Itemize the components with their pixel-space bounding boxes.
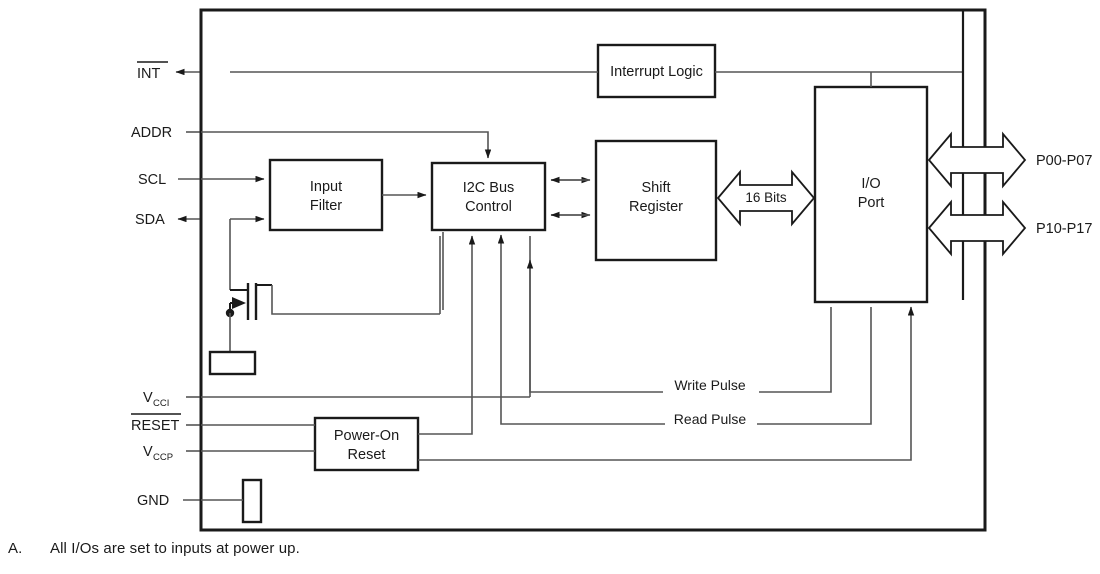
block-input-filter-label-line1: Input <box>310 179 342 195</box>
pin-int: INT <box>137 61 168 82</box>
label-read-pulse-backing <box>665 410 757 428</box>
block-power-on-reset-label-line2: Reset <box>348 447 386 463</box>
block-io-port-label-line2: Port <box>858 195 885 211</box>
port-arrow-p00-p07: P00-P07 <box>927 131 1092 189</box>
pin-int-label: INT <box>137 66 161 82</box>
block-shift-register-label-line2: Register <box>629 199 683 215</box>
wire-addr-to-i2c <box>201 131 492 159</box>
label-read-pulse-top: Read Pulse <box>674 411 747 427</box>
block-interrupt-logic-box <box>596 43 717 99</box>
port-arrow-p10-p17: P10-P17 <box>927 199 1092 257</box>
block-input-filter-box <box>268 158 384 232</box>
resistor-box-gnd <box>241 478 263 524</box>
wire-por-out-lower <box>418 306 915 461</box>
pin-vcci-subscript: CCI <box>153 398 169 409</box>
transistor-symbol <box>225 236 441 352</box>
bus-16-bits: 16 Bits <box>716 169 816 227</box>
block-input-filter: Input Filter <box>268 158 384 232</box>
label-write-pulse-backing <box>663 376 759 394</box>
pin-vccp: V CCP <box>143 444 173 463</box>
pin-reset-label: RESET <box>131 418 179 434</box>
pin-vcci: V CCI <box>143 390 169 409</box>
label-write-pulse-top: Write Pulse <box>674 377 746 393</box>
block-i2c-bus-control-label-line1: I2C Bus <box>463 180 515 196</box>
pin-addr-label: ADDR <box>131 125 172 141</box>
pin-vccp-subscript: CCP <box>153 452 173 463</box>
block-shift-register-box <box>594 139 718 262</box>
block-io-port: I/O Port <box>813 85 929 304</box>
pin-sda-label: SDA <box>135 212 165 228</box>
block-interrupt-logic-label: Interrupt Logic <box>610 64 703 80</box>
block-io-port-box <box>813 85 929 304</box>
footnote-a-marker: A. <box>8 540 23 557</box>
wire-write-pulse <box>526 259 832 393</box>
block-io-port-label-line1: I/O <box>861 176 880 192</box>
resistor-box-horizontal <box>208 350 257 376</box>
pin-vccp-label: V <box>143 444 153 460</box>
footnote-a-text: All I/Os are set to inputs at power up. <box>50 540 300 557</box>
block-power-on-reset-box <box>313 416 420 472</box>
port-label-p10-p17: P10-P17 <box>1036 221 1092 237</box>
block-power-on-reset-label-line1: Power-On <box>334 428 399 444</box>
wire-por-out-upper <box>418 235 476 435</box>
port-label-p00-p07: P00-P07 <box>1036 153 1092 169</box>
pin-vcci-label: V <box>143 390 153 406</box>
block-input-filter-label-line2: Filter <box>310 198 342 214</box>
block-interrupt-logic: Interrupt Logic <box>596 43 717 99</box>
block-i2c-bus-control-box <box>430 161 547 232</box>
pin-scl-label: SCL <box>138 172 166 188</box>
block-shift-register-label-line1: Shift <box>641 180 670 196</box>
pin-reset: RESET <box>131 413 181 434</box>
block-power-on-reset: Power-On Reset <box>313 416 420 472</box>
bus-16-bits-label: 16 Bits <box>745 190 787 205</box>
block-shift-register: Shift Register <box>594 139 718 262</box>
block-i2c-bus-control-label-line2: Control <box>465 199 512 215</box>
footnote-a: A. All I/Os are set to inputs at power u… <box>8 540 300 557</box>
pin-gnd-label: GND <box>137 493 169 509</box>
block-i2c-bus-control: I2C Bus Control <box>430 161 547 232</box>
